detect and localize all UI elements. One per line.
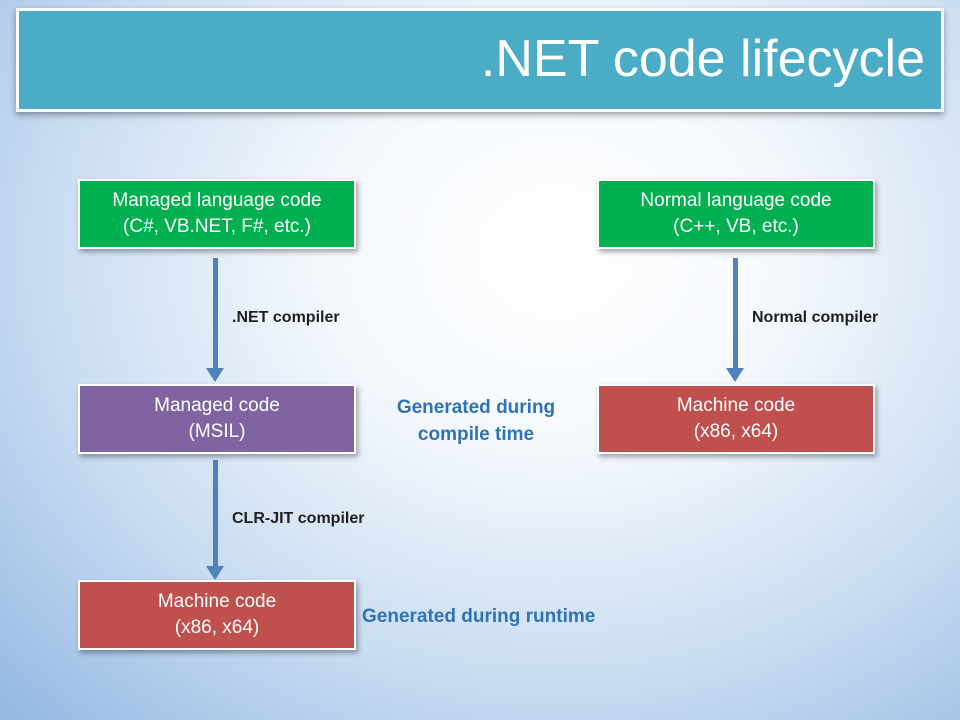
machine-code-box-normal: Machine code (x86, x64) [597, 384, 875, 454]
compile-time-note: Generated during compile time [370, 394, 582, 448]
normal-language-code-examples: (C++, VB, etc.) [673, 216, 799, 237]
slide-title: .NET code lifecycle [480, 30, 925, 88]
clr-jit-compiler-label: CLR-JIT compiler [232, 510, 365, 527]
machine-code-runtime-title: Machine code [157, 591, 277, 612]
normal-compiler-arrow-line [733, 258, 738, 369]
managed-language-code-examples: (C#, VB.NET, F#, etc.) [123, 216, 311, 237]
managed-language-code-title: Managed language code [112, 190, 322, 211]
dotnet-compiler-arrow-head [206, 368, 224, 382]
normal-compiler-label: Normal compiler [752, 309, 879, 326]
managed-code-box: Managed code (MSIL) [78, 384, 356, 454]
title-bar: .NET code lifecycle [16, 8, 944, 112]
machine-code-runtime-arch: (x86, x64) [174, 617, 260, 638]
compile-time-note-line1: Generated during [396, 397, 556, 418]
managed-code-title: Managed code [154, 395, 280, 416]
clr-jit-arrow-head [206, 566, 224, 580]
normal-language-code-box: Normal language code (C++, VB, etc.) [597, 179, 875, 249]
normal-language-code-title: Normal language code [640, 190, 832, 211]
runtime-note: Generated during runtime [362, 606, 596, 627]
managed-code-format: (MSIL) [188, 421, 246, 442]
managed-language-code-box: Managed language code (C#, VB.NET, F#, e… [78, 179, 356, 249]
compile-time-note-line2: compile time [417, 424, 535, 445]
dotnet-compiler-arrow-line [213, 258, 218, 369]
machine-code-normal-arch: (x86, x64) [693, 421, 779, 442]
machine-code-normal-title: Machine code [676, 395, 796, 416]
clr-jit-arrow-line [213, 460, 218, 567]
normal-compiler-arrow-head [726, 368, 744, 382]
dotnet-compiler-label: .NET compiler [232, 309, 340, 326]
machine-code-box-runtime: Machine code (x86, x64) [78, 580, 356, 650]
